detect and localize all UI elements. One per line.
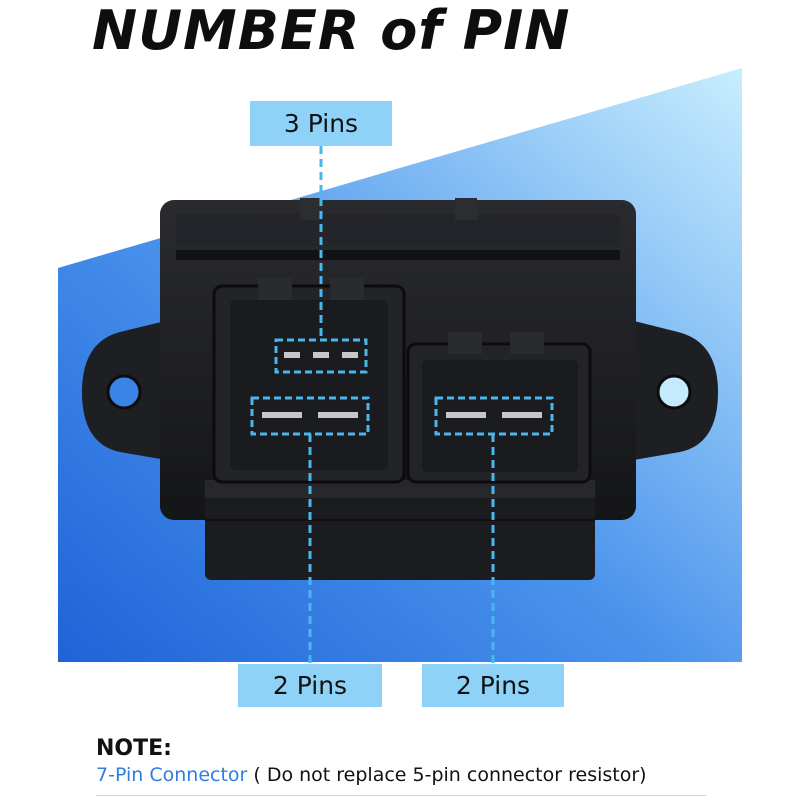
connector-body: [82, 198, 718, 580]
label-3-pins: 3 Pins: [250, 101, 392, 146]
note-text: ( Do not replace 5-pin connector resisto…: [247, 764, 647, 786]
label-2-pins-right: 2 Pins: [422, 664, 564, 707]
note-highlight: 7-Pin Connector: [96, 764, 248, 786]
note-heading: NOTE:: [96, 736, 172, 761]
pin-highlight-2-left: [250, 396, 370, 436]
base-plate: [205, 480, 595, 580]
pin-highlight-3: [274, 338, 368, 374]
left-mount-hole: [106, 374, 142, 410]
note-divider: [96, 795, 706, 796]
pin-highlight-2-right: [434, 396, 554, 436]
note-line: 7-Pin Connector ( Do not replace 5-pin c…: [96, 764, 647, 786]
label-2-pins-left: 2 Pins: [238, 664, 382, 707]
page-title: NUMBER of PIN: [92, 0, 571, 62]
right-mount-hole: [656, 374, 692, 410]
